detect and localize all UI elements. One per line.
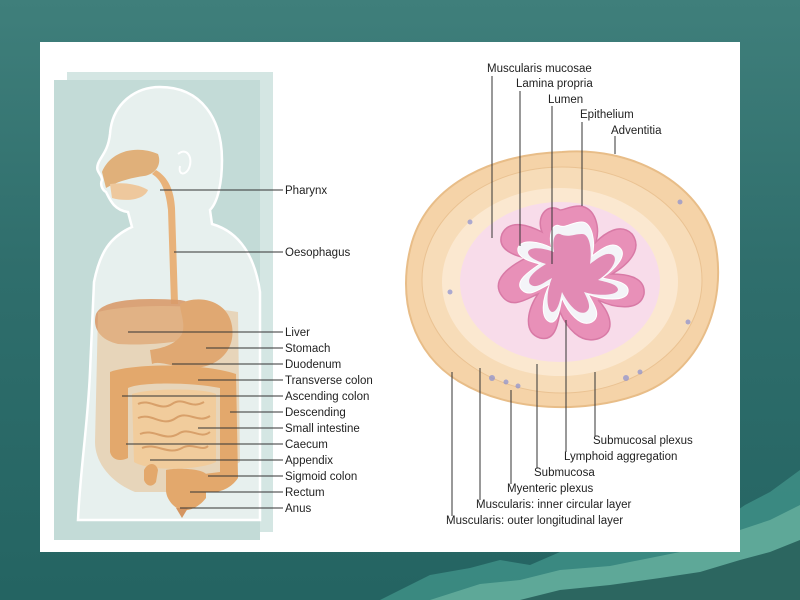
diagram-panel: Pharynx Oesophagus Liver Stomach Duodenu… xyxy=(40,42,740,552)
label-rectum: Rectum xyxy=(285,487,325,499)
label-lamina-propria: Lamina propria xyxy=(516,78,593,90)
label-submucosal-plexus: Submucosal plexus xyxy=(593,435,693,447)
label-stomach: Stomach xyxy=(285,343,330,355)
label-transverse-colon: Transverse colon xyxy=(285,375,373,387)
label-adventitia: Adventitia xyxy=(611,125,662,137)
label-anus: Anus xyxy=(285,503,311,515)
label-ascending-colon: Ascending colon xyxy=(285,391,369,403)
label-caecum: Caecum xyxy=(285,439,328,451)
label-pharynx: Pharynx xyxy=(285,185,327,197)
label-muscularis-inner-circular: Muscularis: inner circular layer xyxy=(476,499,631,511)
label-muscularis-outer-longitudinal: Muscularis: outer longitudinal layer xyxy=(446,515,623,527)
digestive-leader-lines xyxy=(122,189,283,509)
label-appendix: Appendix xyxy=(285,455,333,467)
label-lumen: Lumen xyxy=(548,94,583,106)
anatomy-figure: Pharynx Oesophagus Liver Stomach Duodenu… xyxy=(54,63,720,540)
gut-wall-cross-section xyxy=(405,150,720,409)
label-muscularis-mucosae: Muscularis mucosae xyxy=(487,63,592,75)
label-liver: Liver xyxy=(285,327,310,339)
label-descending: Descending xyxy=(285,407,346,419)
label-sigmoid-colon: Sigmoid colon xyxy=(285,471,357,483)
label-submucosa: Submucosa xyxy=(534,467,595,479)
label-myenteric-plexus: Myenteric plexus xyxy=(507,483,594,495)
digestive-system-illustration xyxy=(54,72,273,540)
label-epithelium: Epithelium xyxy=(580,109,634,121)
label-oesophagus: Oesophagus xyxy=(285,247,350,259)
label-duodenum: Duodenum xyxy=(285,359,341,371)
label-small-intestine: Small intestine xyxy=(285,423,360,435)
label-lymphoid-aggregation: Lymphoid aggregation xyxy=(564,451,677,463)
cross-section-leader-lines xyxy=(451,76,616,516)
